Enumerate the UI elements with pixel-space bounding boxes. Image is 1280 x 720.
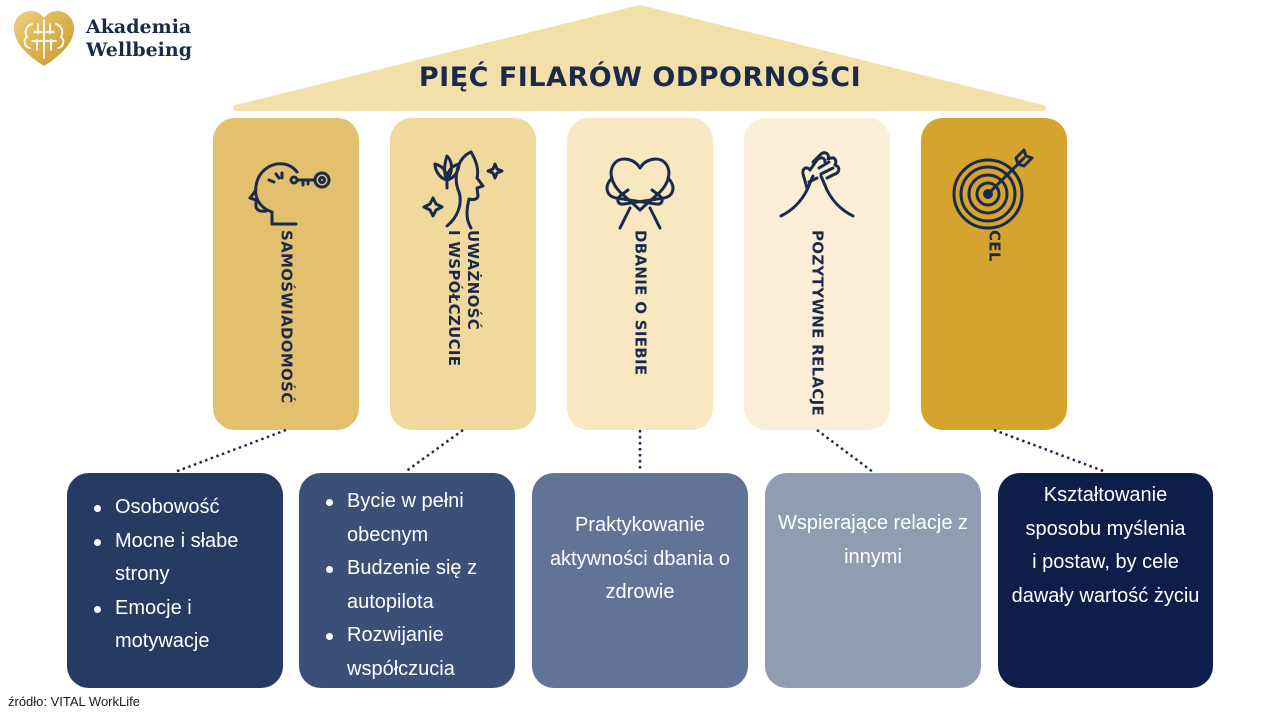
pillar-mindfulness-compassion: UWAŻNOŚĆ I WSPÓŁCZUCIE	[390, 118, 536, 430]
connector-2	[404, 428, 464, 474]
temple-roof	[233, 5, 1046, 111]
connector-5	[993, 428, 1107, 474]
handshake-icon	[779, 151, 855, 218]
face-with-leaves-and-stars-icon	[422, 150, 504, 230]
pillar-purpose: CEL	[921, 118, 1067, 430]
page-title: PIĘĆ FILARÓW ODPORNOŚCI	[418, 62, 862, 93]
description-box-self-care: Praktykowanie aktywności dbania o zdrowi…	[532, 473, 748, 688]
list-item: Budzenie się z autopilota	[326, 552, 505, 619]
description-text: Kształtowanie sposobu myślenia i postaw,…	[1011, 484, 1200, 607]
description-box-self-awareness: Osobowość Mocne i słabe strony Emocje i …	[67, 473, 283, 688]
source-caption: źródło: VITAL WorkLife	[8, 694, 140, 709]
list-item: Bycie w pełni obecnym	[326, 485, 505, 552]
pillar-label-mindfulness-compassion: UWAŻNOŚĆ I WSPÓŁCZUCIE	[445, 230, 482, 367]
list-item: Emocje i motywacje	[94, 592, 273, 659]
brand-logo: Akademia Wellbeing	[12, 8, 192, 70]
head-with-key-icon	[248, 162, 331, 226]
brand-name-line-2: Wellbeing	[86, 39, 193, 61]
bullet-list: Bycie w pełni obecnym Budzenie się z aut…	[299, 473, 515, 686]
connector-1	[174, 428, 287, 474]
list-item: Osobowość	[94, 491, 273, 525]
pillar-label-self-care: DBANIE O SIEBIE	[631, 230, 650, 376]
list-item: Rozwijanie współczucia	[326, 619, 505, 686]
self-hug-heart-icon	[605, 157, 675, 230]
pillar-label-positive-relationships: POZYTYWNE RELACJE	[808, 230, 827, 417]
bullet-list: Osobowość Mocne i słabe strony Emocje i …	[67, 473, 283, 659]
brand-name: Akademia Wellbeing	[86, 16, 192, 62]
pillar-positive-relationships: POZYTYWNE RELACJE	[744, 118, 890, 430]
description-text: Wspierające relacje z innymi	[777, 512, 969, 568]
description-text: Praktykowanie aktywności dbania o zdrowi…	[549, 514, 731, 603]
pillar-self-care: DBANIE O SIEBIE	[567, 118, 713, 430]
list-item: Mocne i słabe strony	[94, 525, 273, 592]
golden-heart-brain-icon	[14, 11, 74, 66]
pillar-self-awareness: SAMOŚWIADOMOŚĆ	[213, 118, 359, 430]
description-box-relationships: Wspierające relacje z innymi	[765, 473, 981, 688]
description-box-mindfulness: Bycie w pełni obecnym Budzenie się z aut…	[299, 473, 515, 688]
pillar-label-self-awareness: SAMOŚWIADOMOŚĆ	[277, 230, 296, 404]
description-box-purpose: Kształtowanie sposobu myślenia i postaw,…	[998, 473, 1213, 688]
target-with-arrow-icon	[952, 148, 1034, 230]
brand-name-line-1: Akademia	[86, 16, 192, 38]
pillar-label-purpose: CEL	[985, 230, 1004, 262]
connector-4	[816, 429, 874, 473]
